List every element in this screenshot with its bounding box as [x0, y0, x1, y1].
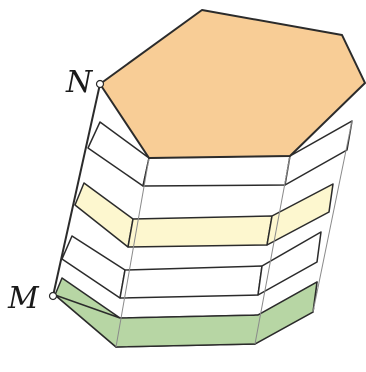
white-upper-front-face	[142, 155, 291, 187]
cream-band	[74, 182, 334, 248]
point-n	[95, 79, 105, 89]
white-band-lower	[61, 231, 322, 299]
light-vertical-edges	[115, 120, 353, 348]
label-m: M	[7, 281, 40, 316]
cream-band-right-face	[266, 183, 334, 246]
top-hexagon-face	[99, 9, 366, 159]
point-m	[48, 291, 58, 301]
cream-band-front-face	[127, 215, 273, 248]
green-band-top-rim	[54, 281, 318, 348]
segment-mn	[52, 83, 101, 297]
white-lower-right-face	[257, 231, 322, 296]
label-n: N	[65, 65, 94, 100]
cream-band-left-face	[74, 182, 134, 248]
green-bottom-band	[54, 277, 318, 348]
white-lower-front-face	[119, 265, 263, 299]
